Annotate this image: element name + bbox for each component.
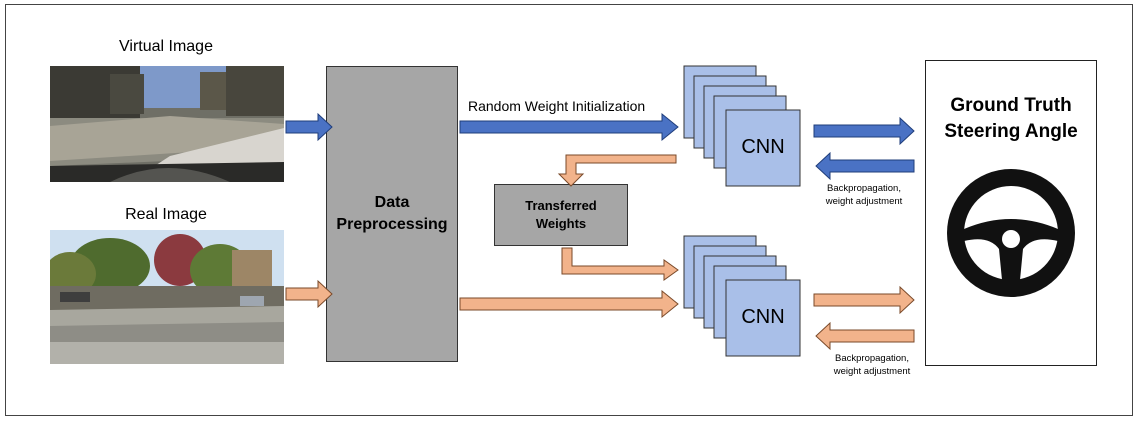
arrow-cnn-to-gt-bottom — [813, 285, 915, 315]
random-weight-init-label: Random Weight Initialization — [468, 98, 646, 114]
arrow-gt-to-cnn-top — [815, 151, 915, 181]
backprop-bottom-label: Backpropagation, weight adjustment — [833, 353, 911, 377]
arrow-transferred-to-cnn-bottom — [561, 247, 679, 281]
cnn-top-label: CNN — [741, 136, 785, 158]
arrow-gt-to-cnn-bottom — [815, 321, 915, 351]
cnn-stack-bottom — [683, 235, 801, 357]
ground-truth-box: Ground Truth Steering Angle — [925, 60, 1097, 366]
real-image — [50, 230, 284, 364]
arrow-dp-to-cnn-top — [459, 112, 679, 142]
arrow-cnn-to-gt-top — [813, 116, 915, 146]
blue-arrows — [285, 112, 915, 181]
cnn-stack-top — [683, 65, 801, 187]
arrow-real-to-dp — [285, 279, 333, 309]
cnn-bottom-label: CNN — [741, 306, 785, 328]
data-preprocessing-label: Data Preprocessing — [336, 194, 448, 233]
real-image-label: Real Image — [125, 206, 207, 223]
arrow-dp-to-cnn-bottom — [459, 289, 679, 319]
virtual-image-label: Virtual Image — [119, 38, 213, 55]
backprop-top-label: Backpropagation, weight adjustment — [825, 183, 903, 207]
ground-truth-title: Ground Truth Steering Angle — [944, 95, 1078, 142]
arrow-cnn-to-transferred — [557, 154, 677, 187]
transferred-weights-label: Transferred Weights — [525, 198, 597, 231]
data-preprocessing-box: Data Preprocessing — [326, 66, 458, 362]
transferred-weights-box: Transferred Weights — [494, 184, 628, 246]
arrow-virtual-to-dp — [285, 112, 333, 142]
virtual-image — [50, 66, 284, 182]
orange-arrows — [285, 154, 915, 351]
